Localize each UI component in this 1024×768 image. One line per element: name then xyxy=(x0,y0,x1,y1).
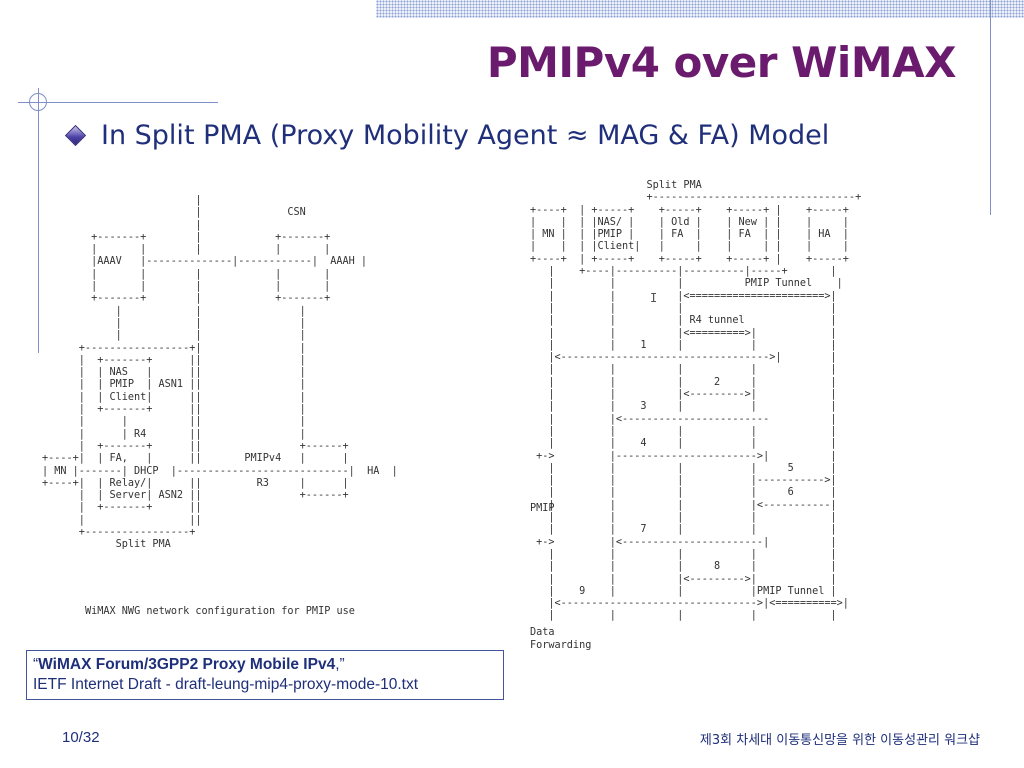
message-flow-diagram: Split PMA +-----------------------------… xyxy=(530,180,862,622)
footer-event-name: 제3회 차세대 이동통신망을 위한 이동성관리 워크샵 xyxy=(699,733,980,748)
crosshair-icon xyxy=(29,93,47,111)
forwarding-side-label: Forwarding xyxy=(530,640,592,651)
decor-vertical-line-right xyxy=(990,0,991,215)
text-cursor-icon: I xyxy=(650,291,658,305)
diamond-bullet-icon xyxy=(64,124,87,147)
data-side-label: Data xyxy=(530,627,555,638)
reference-title-line: “WiMAX Forum/3GPP2 Proxy Mobile IPv4,” xyxy=(33,655,503,675)
reference-quote-open: “ xyxy=(33,656,39,673)
bullet-text: In Split PMA (Proxy Mobility Agent ≈ MAG… xyxy=(101,120,830,151)
page-number: 10/32 xyxy=(62,729,100,746)
reference-quote-close: ,” xyxy=(335,656,345,673)
reference-draft-line: IETF Internet Draft - draft-leung-mip4-p… xyxy=(33,676,419,693)
reference-title: WiMAX Forum/3GPP2 Proxy Mobile IPv4 xyxy=(38,656,336,673)
slide-title: PMIPv4 over WiMAX xyxy=(486,38,957,87)
decor-horizontal-line xyxy=(18,102,218,103)
bullet-item: In Split PMA (Proxy Mobility Agent ≈ MAG… xyxy=(62,120,829,151)
header-dot-band xyxy=(376,0,1024,18)
diagram-caption: WiMAX NWG network configuration for PMIP… xyxy=(85,606,355,617)
decor-vertical-line-left xyxy=(38,88,39,353)
network-configuration-diagram: | | CSN | +-------+ | xyxy=(42,195,398,551)
reference-box: “WiMAX Forum/3GPP2 Proxy Mobile IPv4,” I… xyxy=(26,650,504,700)
pmip-side-label: PMIP xyxy=(530,503,555,514)
